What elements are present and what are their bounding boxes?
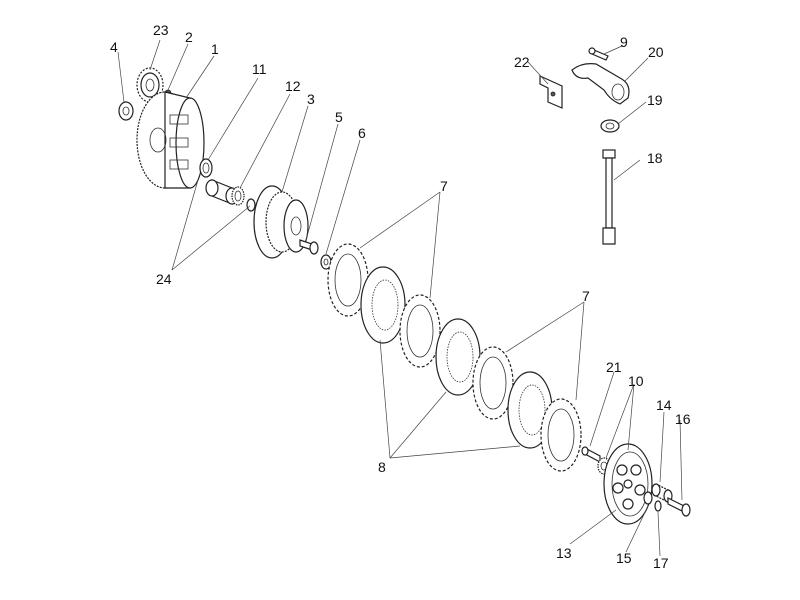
part-17-washer	[654, 500, 662, 512]
part-19-seal	[600, 119, 620, 133]
friction-plate-4	[540, 398, 582, 472]
callout-12: 12	[285, 78, 301, 94]
callout-3: 3	[307, 91, 315, 107]
callout-8: 8	[378, 459, 386, 475]
callout-2: 2	[185, 29, 193, 45]
callout-9: 9	[620, 34, 628, 50]
part-13-pressure-plate	[603, 443, 653, 525]
callout-24: 24	[156, 271, 172, 287]
callout-14: 14	[656, 397, 672, 413]
callout-21: 21	[606, 359, 622, 375]
callout-22: 22	[514, 54, 530, 70]
part-15-washer	[643, 491, 653, 505]
callout-7-lower: 7	[582, 288, 590, 304]
callout-17: 17	[653, 555, 669, 571]
callout-18: 18	[647, 150, 663, 166]
steel-plate-1	[360, 266, 406, 344]
part-3-inner-hub	[253, 185, 309, 259]
part-1-clutch-basket	[136, 91, 205, 189]
callout-15: 15	[616, 550, 632, 566]
part-22-bracket	[539, 75, 563, 109]
callout-13: 13	[556, 545, 572, 561]
leader-lines	[117, 39, 683, 557]
part-18-release-shaft	[602, 149, 616, 245]
callout-4: 4	[110, 39, 118, 55]
callout-11: 11	[252, 61, 267, 77]
part-11-needle-bearing	[199, 158, 213, 178]
thrust-washer	[246, 198, 256, 212]
callout-16: 16	[675, 411, 691, 427]
part-16-bolt	[667, 497, 691, 517]
callout-6: 6	[358, 125, 366, 141]
callout-labels: 4 23 2 1 11 12 3 5 6 24 7 7 8 21 10 14 1…	[110, 22, 691, 571]
callout-10: 10	[628, 373, 644, 389]
part-12-needle-cage	[231, 186, 245, 206]
friction-plate-2	[399, 294, 441, 368]
callout-19: 19	[647, 92, 663, 108]
part-9-screw	[588, 47, 609, 61]
callout-5: 5	[335, 109, 343, 125]
part-21-pushrod	[581, 446, 601, 463]
callout-23: 23	[153, 22, 169, 38]
callout-20: 20	[648, 44, 664, 60]
part-20-release-lever	[571, 63, 630, 105]
callout-7-upper: 7	[440, 178, 448, 194]
part-23-gear	[136, 67, 164, 103]
part-6-washer	[309, 241, 332, 270]
friction-plate-3	[472, 346, 514, 420]
callout-1: 1	[211, 41, 219, 57]
part-4-washer	[118, 101, 134, 121]
